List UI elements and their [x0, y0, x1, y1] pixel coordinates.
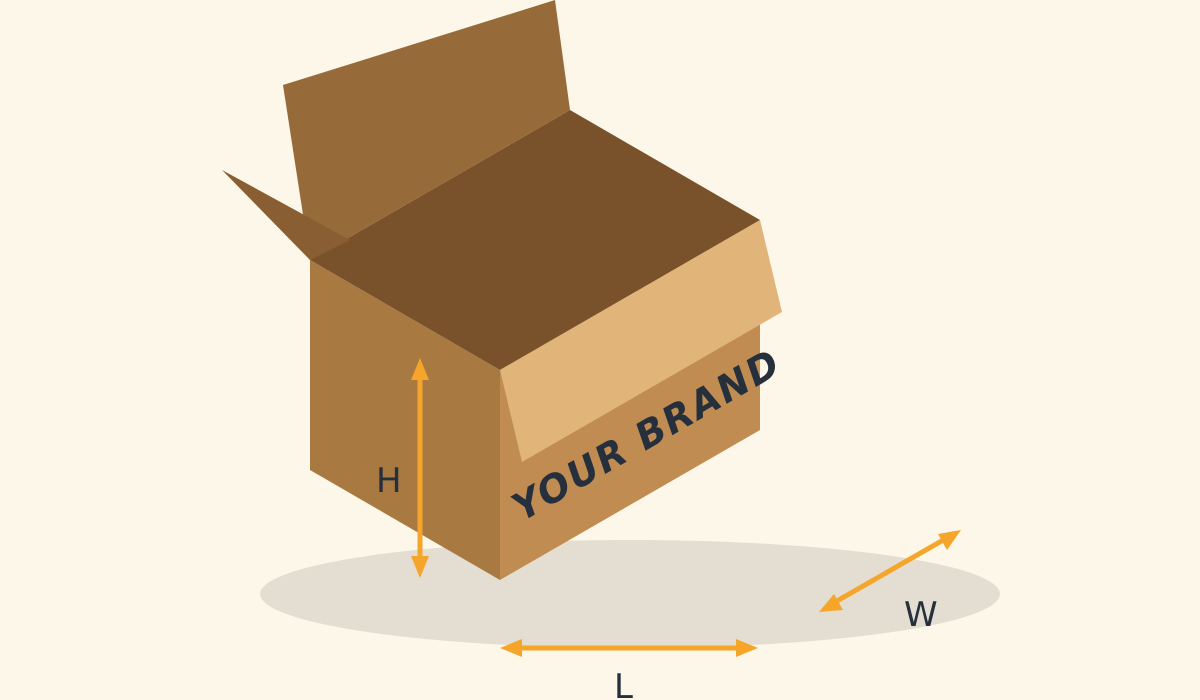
length-arrow-head-right — [736, 639, 758, 657]
width-label: W — [904, 595, 938, 635]
ground-shadow — [260, 540, 1000, 648]
height-arrow-head-top — [411, 358, 429, 380]
left-side-flap — [222, 170, 350, 260]
width-arrow-head-left — [819, 594, 843, 612]
height-arrow-head-bottom — [411, 556, 429, 578]
box-open-top — [310, 110, 760, 370]
front-flap — [500, 220, 782, 462]
width-arrow-head-right — [938, 530, 961, 550]
width-arrow — [828, 532, 954, 608]
height-label: H — [376, 461, 402, 501]
length-arrow-head-left — [500, 639, 522, 657]
back-flap — [283, 0, 570, 260]
box-left-face — [310, 260, 500, 580]
length-label: L — [614, 667, 633, 700]
